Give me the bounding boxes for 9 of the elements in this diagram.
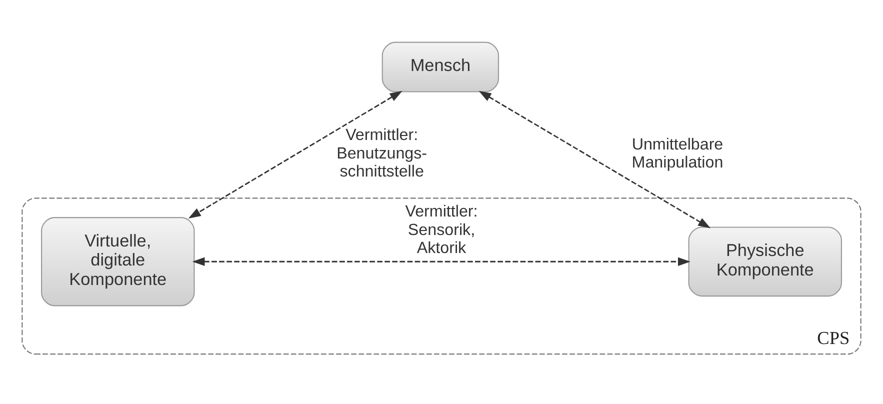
edge-label: Unmittelbare Manipulation — [632, 134, 724, 172]
arrow — [192, 256, 690, 266]
node-box: Physische Komponente — [688, 226, 842, 296]
edge-label: Vermittler: Benutzungs- schnittstelle — [336, 126, 428, 180]
arrow — [188, 90, 402, 218]
arrow — [478, 90, 711, 228]
node-box: Virtuelle, digitale Komponente — [41, 216, 195, 306]
edge-label: Vermittler: Sensorik, Aktorik — [405, 202, 478, 257]
node-box: Mensch — [382, 41, 500, 92]
